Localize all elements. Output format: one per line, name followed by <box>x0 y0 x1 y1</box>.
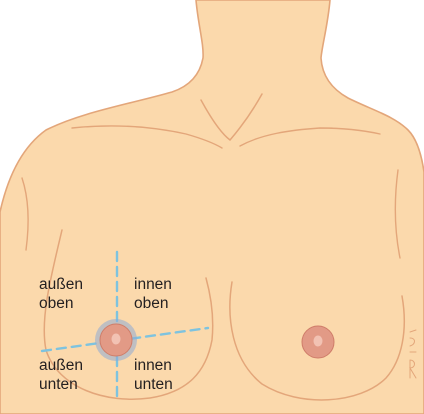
label-outer-upper-line2: oben <box>39 294 83 313</box>
label-inner-lower-line1: innen <box>134 356 173 375</box>
left-nipple <box>112 334 121 345</box>
label-outer-upper-line1: außen <box>39 275 83 294</box>
label-outer-lower-quadrant: außen unten <box>39 356 83 394</box>
label-inner-upper-line1: innen <box>134 275 172 294</box>
label-outer-lower-line2: unten <box>39 375 83 394</box>
right-nipple <box>314 336 323 347</box>
label-inner-upper-line2: oben <box>134 294 172 313</box>
label-outer-upper-quadrant: außen oben <box>39 275 83 313</box>
label-inner-upper-quadrant: innen oben <box>134 275 172 313</box>
label-inner-lower-quadrant: innen unten <box>134 356 173 394</box>
label-inner-lower-line2: unten <box>134 375 173 394</box>
label-outer-lower-line1: außen <box>39 356 83 375</box>
